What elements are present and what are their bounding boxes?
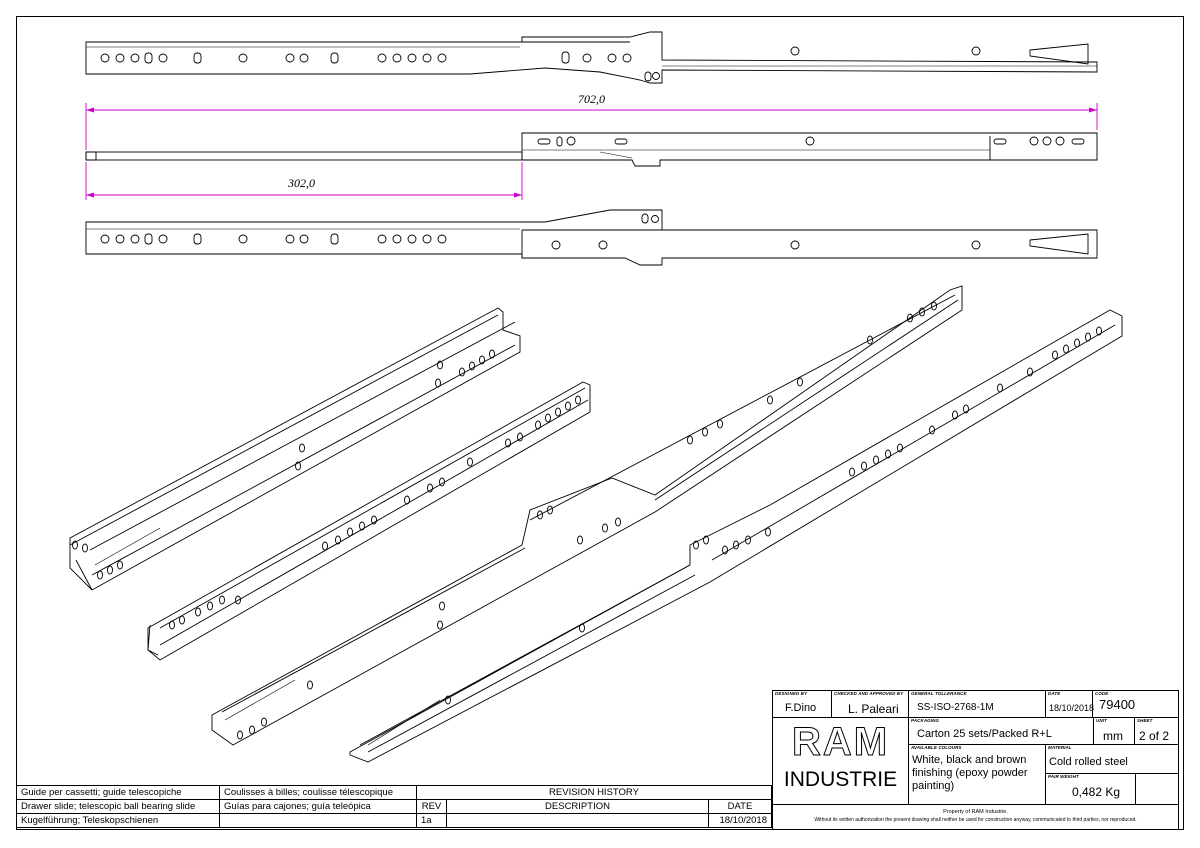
- date: 18/10/2018: [1049, 703, 1095, 713]
- unit: mm: [1103, 729, 1123, 743]
- slide-view-side: [85, 132, 1098, 167]
- dimension-lines: [85, 103, 1098, 200]
- property-notice: Property of RAM Industrie. Without its w…: [772, 804, 1179, 830]
- packaging: Carton 25 sets/Packed R+L: [917, 728, 1052, 740]
- checked-by: L. Paleari: [848, 702, 899, 716]
- desc-de: Kugelführung; Teleskopschienen: [16, 813, 220, 828]
- tolerance: SS-ISO-2768-1M: [917, 702, 994, 713]
- iso-slide-1: [69, 307, 521, 591]
- slide-view-top: [85, 31, 1098, 84]
- desc-en: Drawer slide; telescopic ball bearing sl…: [16, 799, 220, 814]
- dimension-overall-length: 702,0: [578, 92, 605, 106]
- desc-empty: [219, 813, 417, 828]
- designed-by: F.Dino: [785, 702, 817, 714]
- material-cell: MATERIAL Cold rolled steel: [1045, 744, 1179, 774]
- description-header: DESCRIPTION: [446, 799, 709, 814]
- date-header: DATE: [708, 799, 772, 814]
- property-line-1: Property of RAM Industrie.: [943, 809, 1008, 815]
- rev-header: REV: [416, 799, 447, 814]
- colours: White, black and brown finishing (epoxy …: [912, 754, 1028, 792]
- code: 79400: [1099, 697, 1136, 712]
- sheet: 2 of 2: [1139, 729, 1170, 743]
- slide-view-bottom: [85, 209, 1098, 266]
- weight-cell: PAIR WEIGHT 0,482 Kg: [1045, 773, 1136, 805]
- empty-cell: [1135, 773, 1179, 805]
- logo-cell: RAM INDUSTRIE: [772, 717, 909, 805]
- date-cell: DATE 18/10/2018: [1045, 690, 1095, 718]
- dimension-closed-offset: 302,0: [288, 176, 315, 190]
- rev-description: [446, 813, 709, 828]
- industrie-logo: INDUSTRIE: [783, 768, 898, 791]
- iso-holes: [72, 301, 1102, 740]
- colours-cell: AVAILABLE COLOURS White, black and brown…: [908, 744, 1046, 805]
- iso-slide-2: [147, 381, 591, 661]
- packaging-cell: PACKAGING Carton 25 sets/Packed R+L: [908, 717, 1094, 745]
- material: Cold rolled steel: [1049, 756, 1128, 768]
- isometric-views: [69, 285, 1123, 763]
- unit-cell: UNIT mm: [1093, 717, 1135, 745]
- designed-by-cell: DESIGNED BY F.Dino: [772, 690, 832, 718]
- rev-value: 1a: [416, 813, 447, 828]
- desc-es: Guías para cajones; guía teleópica: [219, 799, 417, 814]
- ram-logo: RAM: [791, 720, 890, 764]
- rev-date: 18/10/2018: [708, 813, 772, 828]
- sheet-cell: SHEET 2 of 2: [1134, 717, 1179, 745]
- property-line-2: Without its written authorization the pr…: [814, 817, 1137, 823]
- revision-history-title: REVISION HISTORY: [416, 785, 772, 800]
- code-cell: CODE 79400: [1092, 690, 1179, 718]
- mounting-holes: [100, 46, 1085, 250]
- tolerance-cell: GENERAL TOLLERANCE SS-ISO-2768-1M: [908, 690, 1046, 718]
- iso-slide-4: [349, 309, 1123, 763]
- checked-by-cell: CHECKED AND APPROVED BY L. Paleari: [831, 690, 909, 718]
- desc-fr: Coulisses à billes; coulisse télescopiqu…: [219, 785, 417, 800]
- info-revision-table: Guide per cassetti; guide telescopiche C…: [16, 785, 772, 828]
- drawing-frame: [16, 16, 1184, 830]
- iso-slide-3: [211, 285, 963, 746]
- desc-it: Guide per cassetti; guide telescopiche: [16, 785, 220, 800]
- weight: 0,482 Kg: [1072, 785, 1121, 799]
